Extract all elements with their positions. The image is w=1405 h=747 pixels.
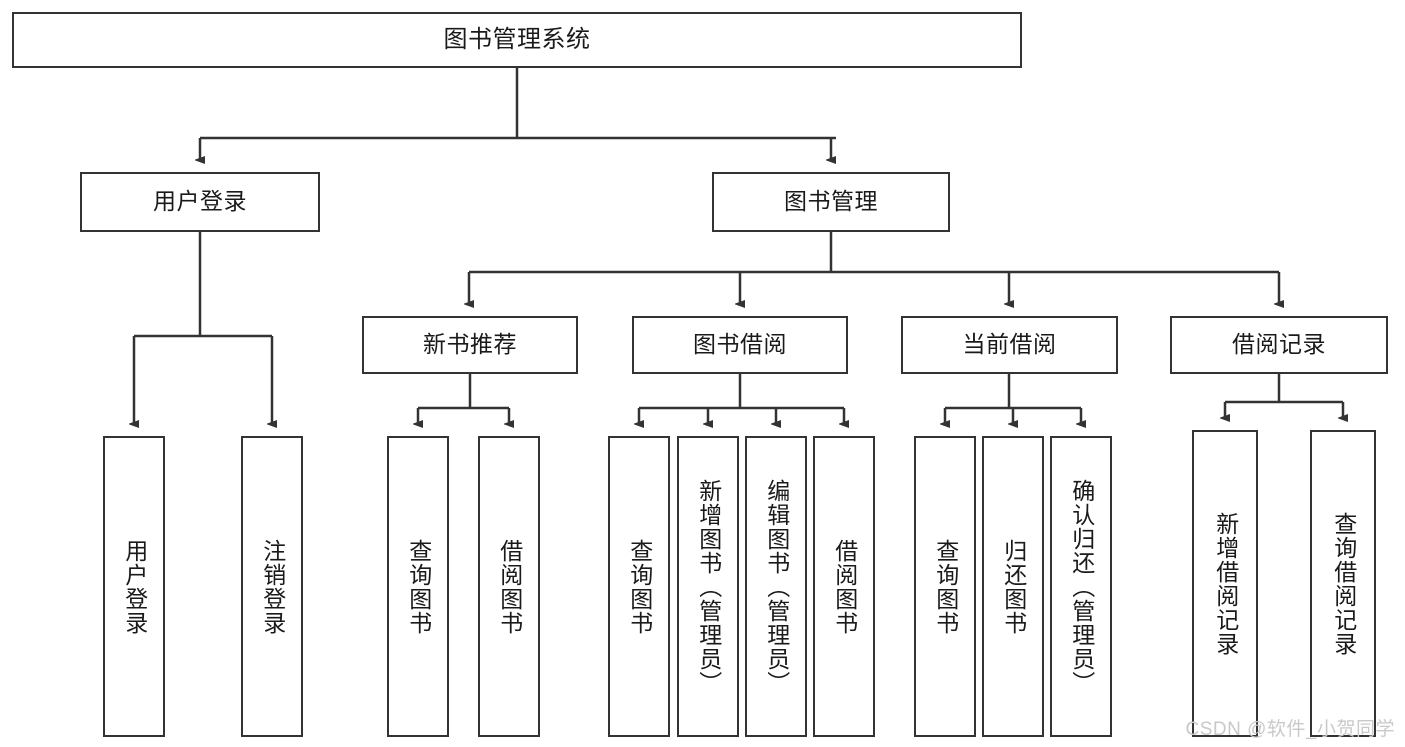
node-new-book-recommend-label: 新书推荐 bbox=[423, 331, 517, 358]
node-current-borrow[interactable]: 当前借阅 bbox=[901, 316, 1118, 374]
node-new-book-recommend[interactable]: 新书推荐 bbox=[362, 316, 578, 374]
node-user-login[interactable]: 用户登录 bbox=[80, 172, 320, 232]
node-borrow-record[interactable]: 借阅记录 bbox=[1170, 316, 1388, 374]
node-leaf-query-book-borrow[interactable]: 查询图书 bbox=[608, 436, 670, 737]
node-book-manage-label: 图书管理 bbox=[784, 188, 878, 215]
node-borrow-record-label: 借阅记录 bbox=[1232, 331, 1326, 358]
node-leaf-return-book-label: 归还图书 bbox=[1000, 538, 1027, 635]
node-leaf-add-borrow-record[interactable]: 新增借阅记录 bbox=[1192, 430, 1258, 737]
node-leaf-add-book-admin-label: 新增图书（管理员） bbox=[695, 478, 722, 695]
node-leaf-query-book-rec-label: 查询图书 bbox=[405, 538, 432, 635]
node-leaf-borrow-book[interactable]: 借阅图书 bbox=[813, 436, 875, 737]
node-leaf-user-logout-label: 注销登录 bbox=[259, 538, 286, 635]
node-root-label: 图书管理系统 bbox=[443, 25, 591, 53]
node-leaf-query-book-current-label: 查询图书 bbox=[932, 538, 959, 635]
node-leaf-edit-book-admin[interactable]: 编辑图书（管理员） bbox=[745, 436, 807, 737]
node-leaf-return-book[interactable]: 归还图书 bbox=[982, 436, 1044, 737]
node-leaf-add-borrow-record-label: 新增借阅记录 bbox=[1212, 511, 1239, 656]
node-leaf-user-logout[interactable]: 注销登录 bbox=[241, 436, 303, 737]
node-book-borrow[interactable]: 图书借阅 bbox=[632, 316, 848, 374]
node-book-borrow-label: 图书借阅 bbox=[693, 331, 787, 358]
node-leaf-query-book-current[interactable]: 查询图书 bbox=[914, 436, 976, 737]
node-leaf-user-login-label: 用户登录 bbox=[121, 538, 148, 635]
node-leaf-query-borrow-record[interactable]: 查询借阅记录 bbox=[1310, 430, 1376, 737]
node-root[interactable]: 图书管理系统 bbox=[12, 12, 1022, 68]
node-leaf-user-login[interactable]: 用户登录 bbox=[103, 436, 165, 737]
node-leaf-query-book-rec[interactable]: 查询图书 bbox=[387, 436, 449, 737]
node-leaf-edit-book-admin-label: 编辑图书（管理员） bbox=[763, 478, 790, 695]
node-leaf-borrow-book-label: 借阅图书 bbox=[831, 538, 858, 635]
node-leaf-confirm-return-admin-label: 确认归还（管理员） bbox=[1068, 478, 1095, 695]
node-user-login-label: 用户登录 bbox=[153, 188, 247, 215]
node-leaf-borrow-book-rec-label: 借阅图书 bbox=[496, 538, 523, 635]
node-leaf-borrow-book-rec[interactable]: 借阅图书 bbox=[478, 436, 540, 737]
node-book-manage[interactable]: 图书管理 bbox=[712, 172, 950, 232]
node-leaf-query-borrow-record-label: 查询借阅记录 bbox=[1330, 511, 1357, 656]
node-leaf-query-book-borrow-label: 查询图书 bbox=[626, 538, 653, 635]
node-leaf-confirm-return-admin[interactable]: 确认归还（管理员） bbox=[1050, 436, 1112, 737]
node-leaf-add-book-admin[interactable]: 新增图书（管理员） bbox=[677, 436, 739, 737]
node-current-borrow-label: 当前借阅 bbox=[962, 331, 1057, 358]
